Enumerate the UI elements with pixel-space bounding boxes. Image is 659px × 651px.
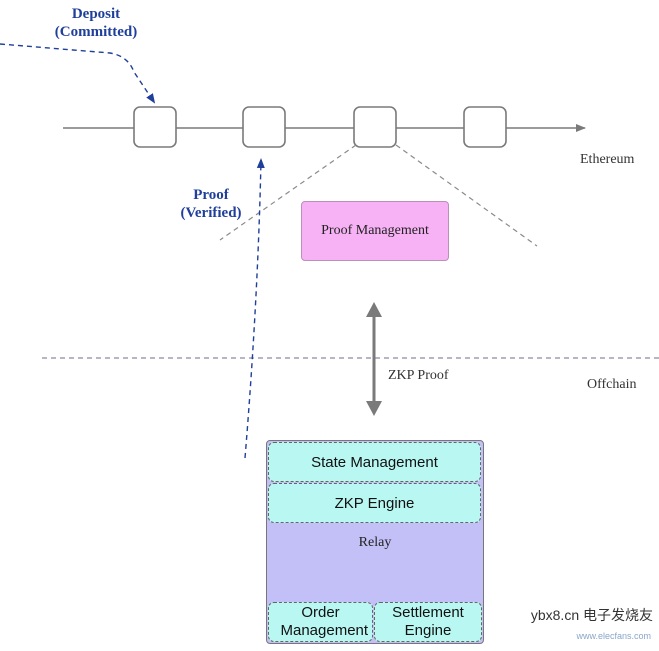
deposit-arrow [0,43,156,104]
watermark-text: ybx8.cn 电子发烧友 [530,607,653,623]
state-management-layer: State Management [268,442,481,482]
zkp-engine-label: ZKP Engine [334,494,415,512]
verified-label: (Verified) [180,205,241,221]
funnel-left-line [219,144,357,241]
proof-management-label: Proof Management [321,223,429,238]
zkp-double-arrow [366,302,382,416]
proof-arrow [244,158,265,459]
block-3 [353,106,397,148]
offchain-stack: State Management ZKP Engine Relay Order … [266,440,484,644]
proof-management-box: Proof Management [301,201,449,261]
block-2 [242,106,286,148]
offchain-label: Offchain [587,377,637,392]
block-4 [463,106,507,148]
relay-label: Relay [358,535,392,550]
settlement-engine-label: Settlement Engine [392,604,464,639]
block-1 [133,106,177,148]
settlement-engine-layer: Settlement Engine [374,602,482,642]
watermark-url: www.elecfans.com [576,631,651,641]
committed-label: (Committed) [55,24,137,40]
ethereum-label: Ethereum [580,152,635,167]
proof-label: Proof [193,187,230,203]
zkp-proof-label: ZKP Proof [388,368,449,383]
funnel-right-line [395,144,538,247]
zkp-engine-layer: ZKP Engine [268,483,481,523]
order-management-layer: Order Management [268,602,373,642]
order-management-label: Order Management [280,604,369,639]
state-management-label: State Management [311,453,438,471]
deposit-label: Deposit [72,6,120,22]
